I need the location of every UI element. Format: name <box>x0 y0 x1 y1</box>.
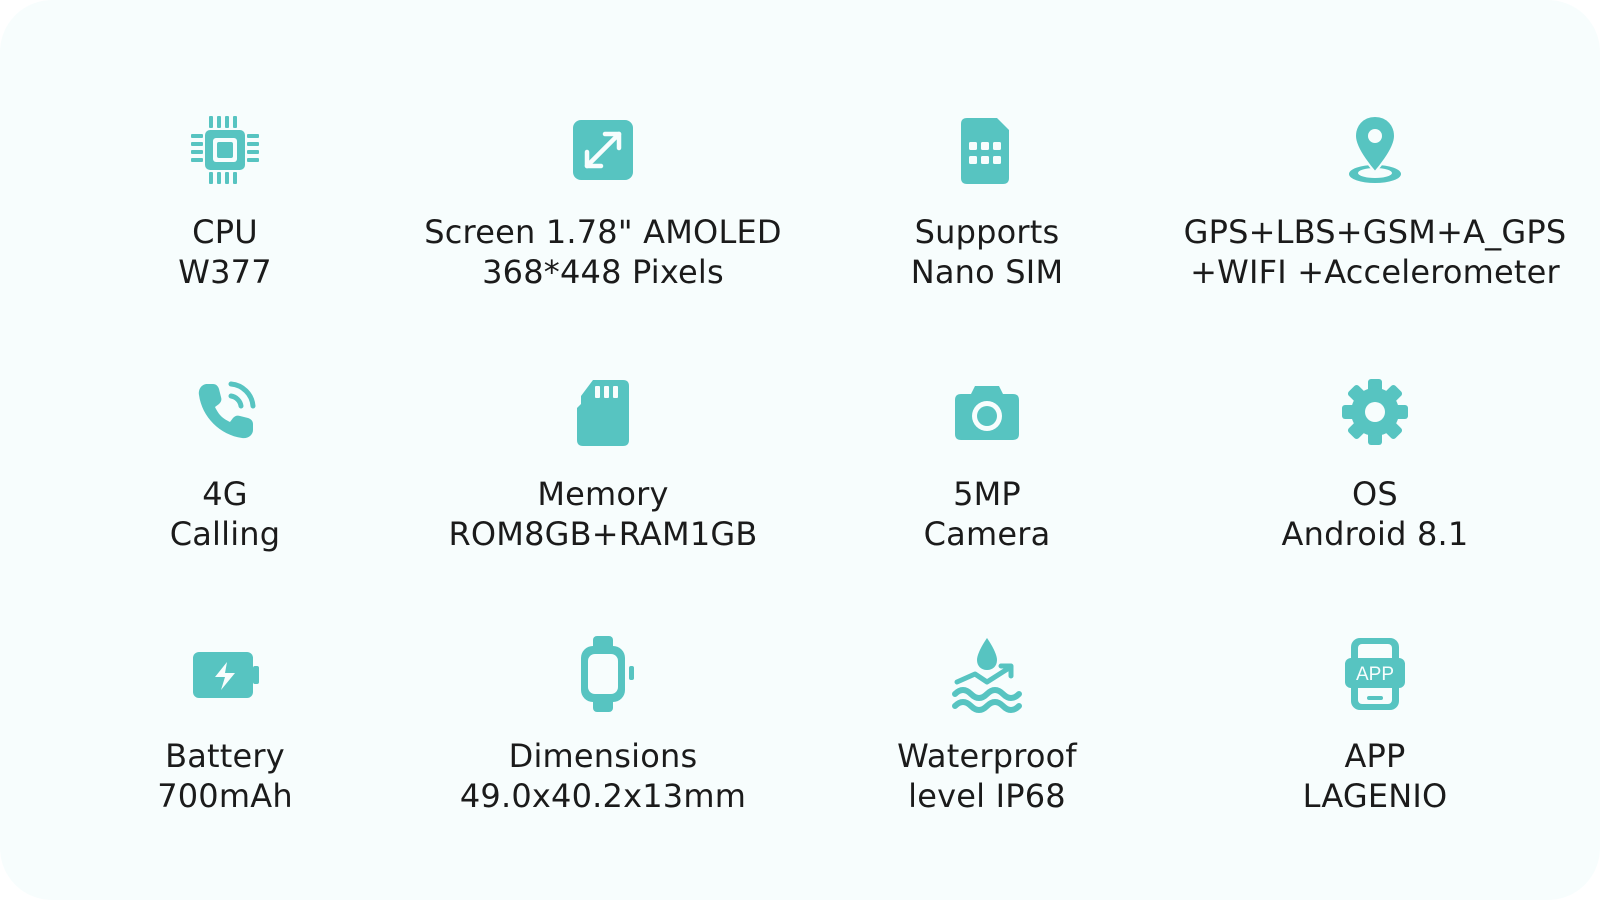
feature-value: level IP68 <box>908 777 1066 815</box>
memory-card-icon <box>563 372 643 452</box>
feature-app: APP APP LAGENIO <box>1180 634 1570 854</box>
feature-title: Memory <box>537 475 669 513</box>
battery-charging-icon <box>185 634 265 714</box>
feature-screen: Screen 1.78" AMOLED 368*448 Pixels <box>408 110 798 330</box>
feature-calling: 4G Calling <box>30 372 420 592</box>
app-icon-label: APP <box>1356 664 1394 685</box>
feature-title: Supports <box>914 213 1060 251</box>
feature-dimensions: Dimensions 49.0x40.2x13mm <box>408 634 798 854</box>
feature-title: CPU <box>192 213 258 251</box>
feature-title: APP <box>1344 737 1406 775</box>
feature-title: 4G <box>202 475 248 513</box>
feature-memory: Memory ROM8GB+RAM1GB <box>408 372 798 592</box>
feature-cpu: CPU W377 <box>30 110 420 330</box>
feature-title: Waterproof <box>897 737 1077 775</box>
feature-title: Screen 1.78" AMOLED <box>424 213 782 251</box>
feature-title: Battery <box>165 737 285 775</box>
feature-title: 5MP <box>953 475 1021 513</box>
feature-title: GPS+LBS+GSM+A_GPS <box>1183 213 1567 251</box>
feature-title: Dimensions <box>508 737 698 775</box>
feature-battery: Battery 700mAh <box>30 634 420 854</box>
feature-value: Android 8.1 <box>1281 515 1469 553</box>
smartwatch-icon <box>563 634 643 714</box>
feature-value: 700mAh <box>157 777 293 815</box>
feature-sim: Supports Nano SIM <box>792 110 1182 330</box>
screen-expand-icon <box>563 110 643 190</box>
app-icon: APP <box>1335 634 1415 714</box>
feature-value: LAGENIO <box>1302 777 1448 815</box>
feature-gps: GPS+LBS+GSM+A_GPS +WIFI +Accelerometer <box>1180 110 1570 330</box>
feature-value: 49.0x40.2x13mm <box>459 777 747 815</box>
feature-title: OS <box>1352 475 1398 513</box>
cpu-chip-icon <box>185 110 265 190</box>
waterproof-drop-icon <box>947 634 1027 714</box>
feature-value: +WIFI +Accelerometer <box>1190 253 1560 291</box>
feature-value: ROM8GB+RAM1GB <box>448 515 758 553</box>
feature-camera: 5MP Camera <box>792 372 1182 592</box>
sim-card-icon <box>947 110 1027 190</box>
phone-call-icon <box>185 372 265 452</box>
feature-value: 368*448 Pixels <box>482 253 724 291</box>
feature-value: W377 <box>178 253 272 291</box>
feature-value: Calling <box>169 515 281 553</box>
feature-value: Camera <box>923 515 1051 553</box>
location-pin-icon <box>1335 110 1415 190</box>
feature-value: Nano SIM <box>910 253 1064 291</box>
gear-icon <box>1335 372 1415 452</box>
feature-os: OS Android 8.1 <box>1180 372 1570 592</box>
feature-waterproof: Waterproof level IP68 <box>792 634 1182 854</box>
camera-icon <box>947 372 1027 452</box>
